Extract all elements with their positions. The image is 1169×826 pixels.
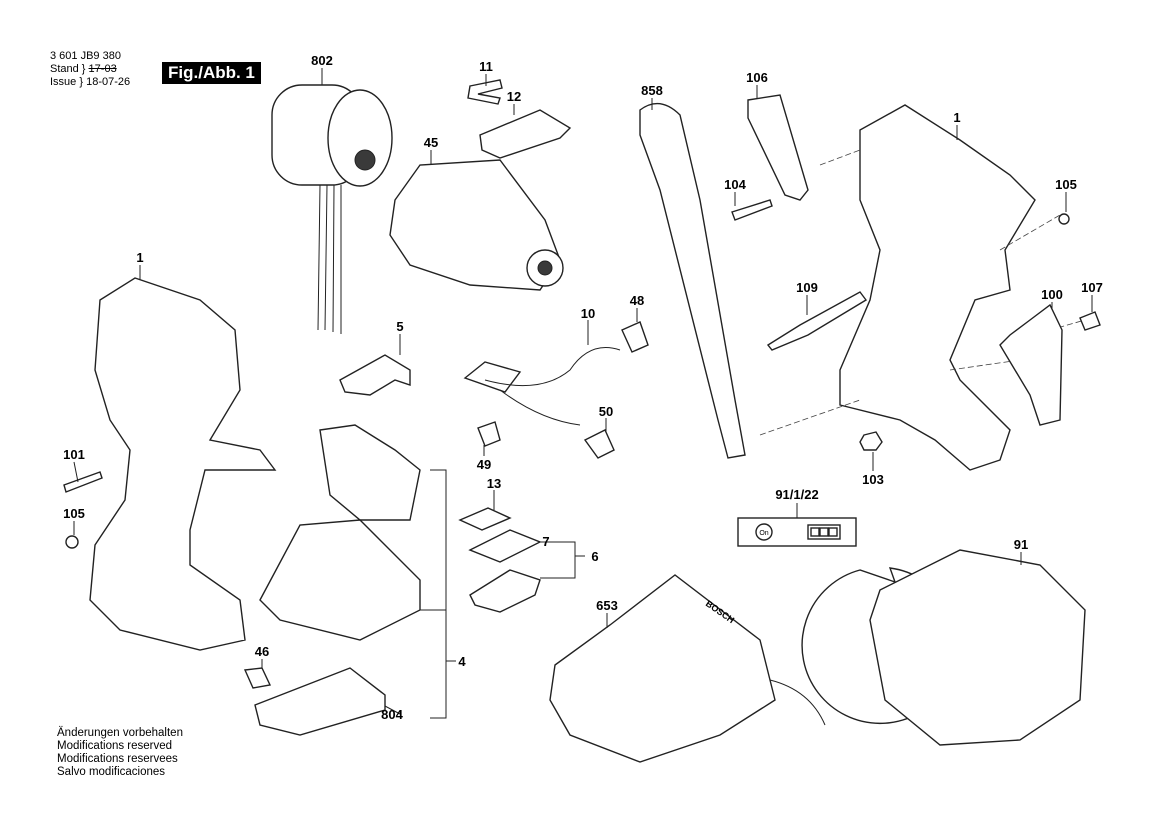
callout-804: 804 bbox=[381, 707, 403, 722]
callout-10: 10 bbox=[581, 306, 595, 321]
part-101-screw bbox=[63, 471, 103, 493]
callout-91-1-22: 91/1/22 bbox=[775, 487, 818, 502]
part-4-switch-base bbox=[259, 519, 421, 641]
issue-label: Issue bbox=[50, 76, 77, 88]
part-653-charger: BOSCH bbox=[549, 574, 826, 763]
callout-7: 7 bbox=[542, 534, 549, 549]
callout-104: 104 bbox=[724, 177, 746, 192]
callout-5: 5 bbox=[396, 319, 403, 334]
part-802-motor bbox=[271, 84, 393, 334]
callout-1-right: 1 bbox=[953, 110, 960, 125]
charge-bar-1 bbox=[810, 527, 820, 537]
part-13-pad bbox=[458, 507, 512, 531]
callout-50: 50 bbox=[599, 404, 613, 419]
callout-107: 107 bbox=[1081, 280, 1103, 295]
figure-label: Fig./Abb. 1 bbox=[162, 62, 261, 84]
callout-103: 103 bbox=[862, 472, 884, 487]
callout-45: 45 bbox=[424, 135, 438, 150]
issue-row: Issue } 18-07-26 bbox=[50, 76, 131, 88]
part-12-cover bbox=[479, 109, 572, 159]
callout-13: 13 bbox=[487, 476, 501, 491]
part-804-plate bbox=[254, 667, 386, 736]
part-6-display bbox=[469, 569, 541, 613]
part-number: 3 601 JB9 380 bbox=[50, 50, 121, 62]
callout-101: 101 bbox=[63, 447, 85, 462]
stand-row: Stand } 17-03 bbox=[50, 63, 117, 75]
part-50-contact bbox=[583, 429, 615, 459]
bracket-6 bbox=[540, 541, 585, 579]
part-104-screw bbox=[731, 199, 773, 221]
callout-12: 12 bbox=[507, 89, 521, 104]
footer-line-es: Salvo modificaciones bbox=[57, 766, 166, 778]
part-109-bit bbox=[766, 291, 868, 351]
part-100-belt-clip bbox=[999, 303, 1063, 426]
stand-label: Stand bbox=[50, 63, 79, 75]
part-858-strap bbox=[639, 102, 746, 459]
part-106-plate bbox=[747, 94, 809, 201]
part-49-connector bbox=[477, 421, 501, 447]
bracket-4 bbox=[420, 469, 456, 719]
part-5-switch-slide bbox=[339, 354, 411, 396]
callout-4: 4 bbox=[458, 654, 466, 669]
callout-11: 11 bbox=[479, 59, 493, 74]
callout-6: 6 bbox=[591, 549, 598, 564]
callout-105-right: 105 bbox=[1055, 177, 1077, 192]
callout-46: 46 bbox=[255, 644, 269, 659]
issue-value: 18-07-26 bbox=[86, 76, 131, 88]
charge-bar-2 bbox=[819, 527, 829, 537]
callout-1-left: 1 bbox=[136, 250, 143, 265]
part-1-housing-left bbox=[89, 277, 277, 651]
part-48-contact bbox=[621, 321, 649, 353]
callout-653: 653 bbox=[596, 598, 618, 613]
footer-notice: Änderungen vorbehalten Modifications res… bbox=[57, 727, 183, 779]
on-label: On bbox=[759, 530, 768, 537]
callout-802: 802 bbox=[311, 53, 333, 68]
part-10-wiring bbox=[463, 347, 621, 426]
part-46-spring bbox=[243, 667, 272, 689]
part-105-screw-left bbox=[65, 535, 79, 549]
part-107-screw bbox=[1079, 311, 1101, 331]
callout-100: 100 bbox=[1041, 287, 1063, 302]
footer-line-fr: Modifications reservees bbox=[57, 753, 178, 765]
callout-91: 91 bbox=[1014, 537, 1028, 552]
part-91-battery bbox=[869, 549, 1086, 746]
part-45-gearbox bbox=[389, 159, 564, 291]
footer-line-de: Änderungen vorbehalten bbox=[57, 727, 183, 739]
callout-858: 858 bbox=[641, 83, 663, 98]
part-4-switch bbox=[319, 424, 421, 521]
charge-bar-3 bbox=[828, 527, 838, 537]
footer-line-en: Modifications reserved bbox=[57, 740, 173, 752]
callout-109: 109 bbox=[796, 280, 818, 295]
callout-105-left: 105 bbox=[63, 506, 85, 521]
part-11-clip bbox=[467, 79, 503, 105]
part-1-housing-right bbox=[839, 104, 1036, 471]
callout-106: 106 bbox=[746, 70, 768, 85]
part-103-nut bbox=[859, 431, 883, 451]
stand-value: 17-03 bbox=[88, 63, 117, 75]
part-105-screw-right bbox=[1058, 213, 1070, 225]
callout-48: 48 bbox=[630, 293, 644, 308]
callout-49: 49 bbox=[477, 457, 491, 472]
part-7-membrane bbox=[468, 529, 542, 563]
